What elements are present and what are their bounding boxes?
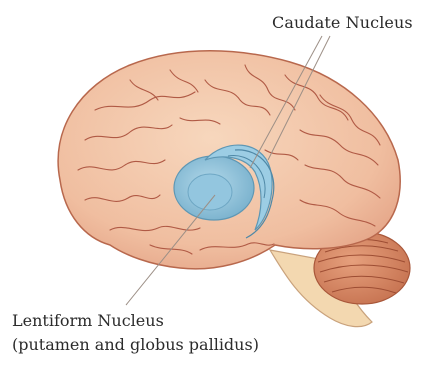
caudate-nucleus-label: Caudate Nucleus [272,13,413,32]
lentiform-nucleus-label: Lentiform Nucleus [12,311,164,330]
lentiform-nucleus-sublabel: (putamen and globus pallidus) [12,335,259,354]
